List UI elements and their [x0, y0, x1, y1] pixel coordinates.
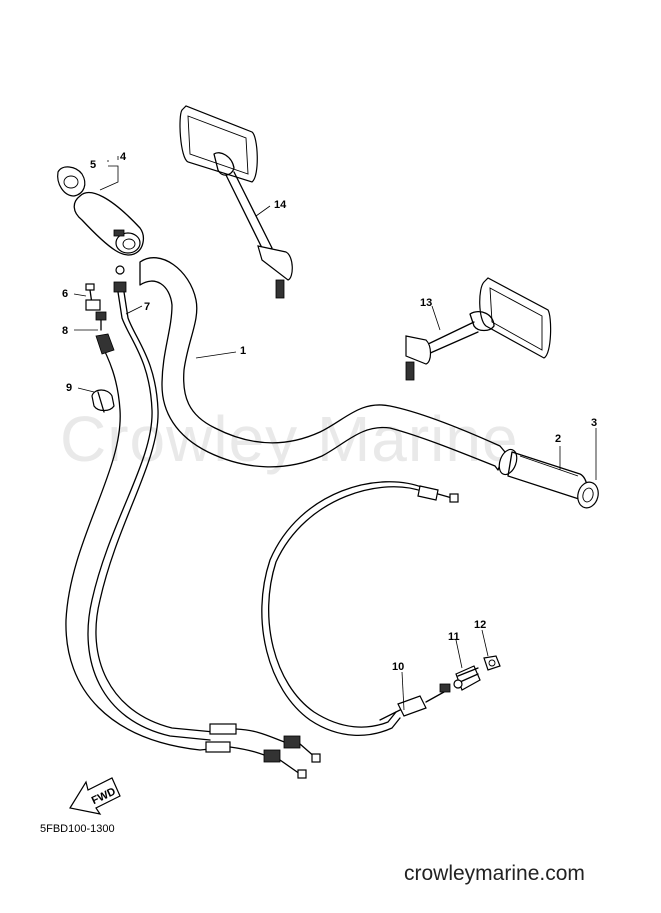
clutch-cable[interactable]: [261, 481, 459, 736]
mirror-right[interactable]: [405, 277, 552, 381]
callout-7: 7: [144, 301, 150, 313]
adjuster-bolt[interactable]: [85, 283, 101, 311]
watermark-text: Crowley Marine: [60, 403, 519, 475]
fwd-arrow-icon: FWD: [69, 777, 121, 815]
callout-14: 14: [274, 199, 287, 211]
throttle-grip-left[interactable]: [73, 191, 145, 256]
adjuster-nut[interactable]: [483, 655, 501, 671]
cable-adjuster[interactable]: [453, 665, 481, 691]
callout-5: 5: [90, 159, 96, 171]
handlebar[interactable]: [139, 257, 506, 471]
grip-end-cap[interactable]: [57, 166, 86, 197]
throttle-cable[interactable]: [65, 265, 321, 779]
callout-11: 11: [448, 631, 460, 643]
cable-end-fitting[interactable]: [95, 333, 115, 355]
callout-12: 12: [474, 619, 486, 631]
diagram-code: 5FBD100-1300: [40, 823, 115, 835]
callout-9: 9: [66, 382, 72, 394]
callout-3: 3: [591, 417, 597, 429]
footer-url[interactable]: crowleymarine.com: [404, 862, 585, 885]
callout-13: 13: [420, 297, 432, 309]
callout-1: 1: [240, 345, 246, 357]
callout-6: 6: [62, 288, 68, 300]
callout-10: 10: [392, 661, 404, 673]
callout-2: 2: [555, 433, 561, 445]
callout-4: 4: [120, 151, 127, 163]
locknut[interactable]: [95, 311, 107, 331]
cable-guide[interactable]: [91, 389, 115, 413]
callout-8: 8: [62, 325, 68, 337]
grip-end-right[interactable]: [575, 480, 601, 510]
leader-lines: [73, 156, 597, 711]
grip-right[interactable]: [496, 447, 588, 501]
mirror-left[interactable]: [179, 105, 293, 299]
